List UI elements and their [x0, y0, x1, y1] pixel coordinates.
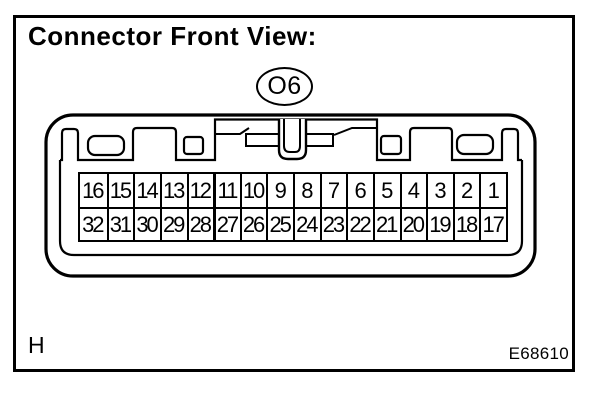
- pin-cell: 12: [186, 174, 214, 207]
- pin-cell: 7: [319, 174, 347, 207]
- pin-cell: 17: [479, 207, 506, 240]
- pin-cell: 24: [293, 207, 320, 240]
- pin-cell: 14: [133, 174, 160, 207]
- connector-inner-wall: [58, 160, 524, 257]
- pin-cell: 26: [239, 207, 267, 240]
- center-strap-right: [333, 127, 377, 136]
- connector-code-label: O6: [267, 72, 302, 100]
- pin-cell: 1: [479, 174, 506, 207]
- pin-cell: 29: [159, 207, 187, 240]
- section-label: H: [28, 332, 45, 358]
- pin-grid: 16 15 14 13 12 11 10 9 8 7 6 5 4 3 2 1 3…: [78, 172, 508, 242]
- pin-cell: 20: [399, 207, 427, 240]
- pin-cell: 25: [266, 207, 293, 240]
- pin-cell: 28: [186, 207, 214, 240]
- pin-cell: 2: [452, 174, 480, 207]
- pin-cell: 9: [266, 174, 293, 207]
- figure-title: Connector Front View:: [28, 21, 317, 51]
- center-wing-right: [305, 133, 334, 147]
- pin-cell: 15: [106, 174, 134, 207]
- pin-cell: 11: [213, 174, 240, 207]
- latch-window-left-outer: [86, 134, 126, 157]
- pin-cell: 19: [426, 207, 453, 240]
- pin-cell: 10: [239, 174, 267, 207]
- pin-cell: 27: [213, 207, 240, 240]
- connector-code-badge: O6: [256, 67, 313, 106]
- figure-number: E68610: [508, 344, 569, 363]
- pin-cell: 8: [293, 174, 320, 207]
- latch-window-right-inner: [379, 134, 403, 156]
- center-wing-left: [245, 133, 280, 147]
- pin-cell: 13: [159, 174, 187, 207]
- pin-cell: 32: [80, 207, 107, 240]
- pin-cell: 4: [399, 174, 427, 207]
- pin-cell: 22: [346, 207, 373, 240]
- pin-cell: 16: [82, 177, 104, 203]
- pin-cell: 18: [452, 207, 480, 240]
- pin-cell: 3: [426, 174, 453, 207]
- pin-cell: 30: [133, 207, 160, 240]
- pin-cell: 23: [319, 207, 347, 240]
- latch-window-right-outer: [455, 133, 495, 156]
- center-latch-inner: [283, 119, 301, 153]
- pin-cell: 31: [106, 207, 134, 240]
- pin-cell: 5: [372, 174, 400, 207]
- pin-cell: 6: [346, 174, 373, 207]
- center-strap-left: [215, 127, 250, 135]
- latch-window-left-inner: [182, 135, 205, 156]
- pin-cell: 21: [372, 207, 400, 240]
